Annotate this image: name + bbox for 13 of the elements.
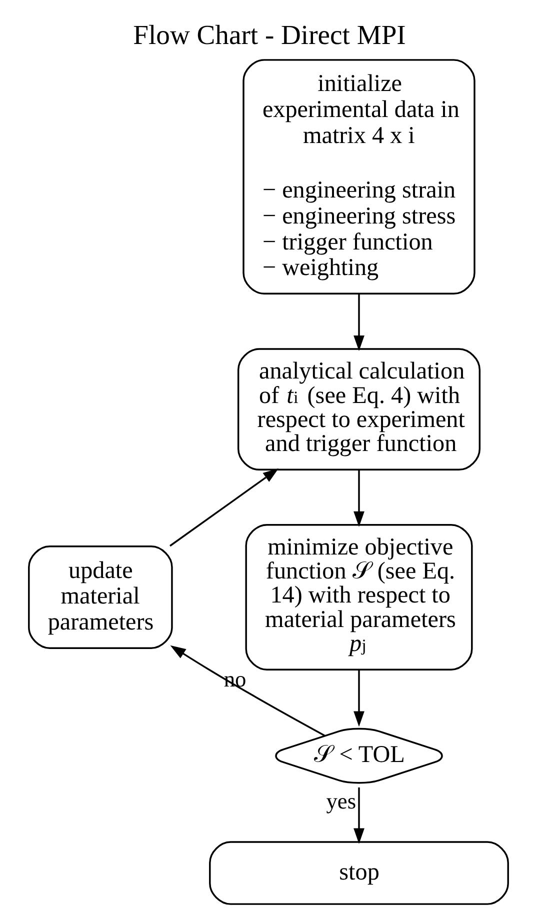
arrow <box>354 670 364 727</box>
node-box: initialize experimental data in matrix 4 x i − engineering strain − engineering stress − trigger function − weighting <box>242 59 476 295</box>
node-box: analytical calculation of ti (see Eq. 4) with respect to experiment and trigger function <box>237 348 481 471</box>
arrow <box>354 787 364 844</box>
arrow <box>354 470 364 527</box>
arrow <box>354 294 364 352</box>
diagram-title: Flow Chart - Direct MPI <box>133 18 406 50</box>
arrow <box>170 468 279 547</box>
arrow <box>170 645 326 736</box>
node-box: update material parameters <box>28 546 173 649</box>
node-box: minimize objective function 𝒮 (see Eq. 14) with respect to material parameters pj <box>245 524 473 670</box>
edge-label: yes <box>326 788 356 814</box>
node-box: stop <box>209 841 509 905</box>
